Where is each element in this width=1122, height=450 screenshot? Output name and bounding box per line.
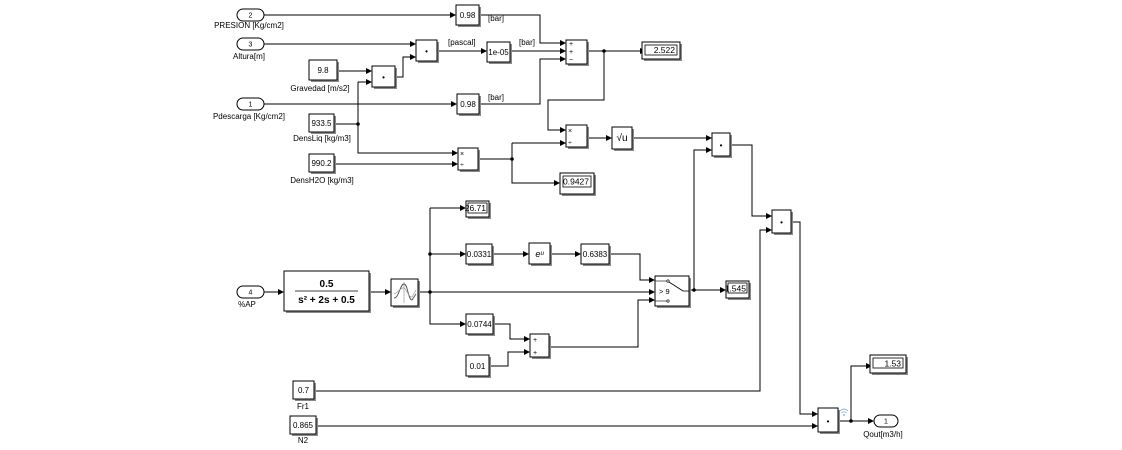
inport-presion-label: PRESION [Kg/cm2] [214, 21, 284, 30]
exp-symbol: eᵘ [535, 249, 544, 259]
constant-0744[interactable]: 0.0744 [465, 313, 495, 336]
switch-threshold: > 9 [659, 287, 670, 296]
outport-qout[interactable]: 1 Qout[m3/h] [863, 414, 903, 439]
inport-pdescarga-number: 1 [249, 102, 253, 109]
divide-block-pressure-density[interactable]: × ÷ [565, 124, 589, 149]
gain-pdescarga-block[interactable]: 0.98 [456, 93, 481, 116]
signal-lines [264, 14, 868, 427]
densliq-label: DensLiq [kg/m3] [293, 134, 351, 143]
outport-qout-number: 1 [884, 419, 888, 426]
transfer-function-block[interactable]: 0.5 s² + 2s + 0.5 [283, 270, 371, 313]
densliq-constant[interactable]: 933.5 DensLiq [kg/m3] [293, 113, 351, 143]
sum2-sign-2: + [533, 350, 537, 357]
display-q-value: 1.53 [884, 359, 901, 369]
constant-0744-value: 0.0744 [467, 320, 492, 329]
densliq-value: 933.5 [311, 119, 332, 128]
gain-pdescarga-value: 0.98 [460, 100, 476, 109]
constant-6383[interactable]: 0.6383 [580, 243, 611, 266]
densh2o-value: 990.2 [311, 159, 332, 168]
switch-icon [655, 279, 689, 303]
gain-presion-block[interactable]: 0.98 [455, 4, 481, 27]
gravedad-constant[interactable]: 9.8 Gravedad [m/s2] [290, 59, 350, 93]
display-pressure-out[interactable]: 2.522 [641, 41, 682, 61]
wire-label-pascal: [pascal] [448, 38, 476, 47]
display-density-value: 0.9427 [563, 177, 589, 187]
inport-presion[interactable]: 2 PRESION [Kg/cm2] [214, 8, 284, 30]
pascal-gain-value: 1e-05 [488, 48, 509, 57]
divide-block-density[interactable]: × ÷ [457, 147, 480, 172]
sum-sign-1: + [569, 41, 573, 48]
switch-block[interactable]: > 9 [654, 275, 691, 308]
inport-altura-label: Altura[m] [233, 52, 265, 61]
sum-block-switch[interactable]: + + [529, 333, 551, 359]
divide-1-mult-sign: × [460, 151, 464, 158]
display-switch-out[interactable]: 1.545 [725, 280, 751, 300]
product-block-5[interactable]: • [817, 407, 840, 434]
inport-pdescarga-label: Pdescarga [Kg/cm2] [213, 112, 285, 121]
inport-altura[interactable]: 3 Altura[m] [233, 37, 265, 61]
inport-altura-number: 3 [249, 42, 253, 49]
n2-label: N2 [298, 436, 309, 445]
saturation-waveform-icon [393, 282, 417, 303]
display-tf-value: 26.71 [465, 203, 487, 213]
display-switch-value: 1.545 [725, 284, 747, 294]
gain-presion-value: 0.98 [460, 11, 476, 20]
inport-ap[interactable]: 4 %AP [236, 285, 265, 309]
signal-log-icon [839, 408, 849, 416]
inport-ap-label: %AP [238, 300, 256, 309]
display-density-ratio[interactable]: 0.9427 [559, 172, 596, 196]
tf-numerator: 0.5 [320, 279, 334, 290]
fr1-constant[interactable]: 0.7 Fr1 [292, 380, 316, 411]
exp-block[interactable]: eᵘ [528, 242, 552, 266]
divide-1-div-sign: ÷ [460, 162, 464, 169]
densh2o-label: DensH2O [kg/m3] [290, 176, 354, 185]
inport-ap-number: 4 [249, 290, 253, 297]
product-1-symbol: • [425, 47, 428, 56]
tf-denominator: s² + 2s + 0.5 [298, 295, 355, 306]
constant-0331-value: 0.0331 [467, 250, 492, 259]
product-block-2[interactable]: • [371, 65, 397, 89]
divide-2-div-sign: ÷ [568, 140, 572, 147]
n2-value: 0.865 [293, 421, 314, 430]
display-q-out[interactable]: 1.53 [869, 354, 908, 375]
display-pressure-value: 2.522 [654, 45, 676, 55]
product-4-symbol: • [780, 218, 783, 227]
product-block-3[interactable]: • [711, 132, 732, 158]
sum-block-pressure[interactable]: + + − [565, 39, 589, 66]
sqrt-block[interactable]: √u [611, 126, 634, 151]
product-2-symbol: • [382, 73, 385, 82]
wire-label-bar-mid: [bar] [519, 38, 535, 47]
n2-constant[interactable]: 0.865 N2 [289, 415, 318, 445]
product-block-1[interactable]: • [415, 39, 439, 63]
constant-0331[interactable]: 0.0331 [465, 243, 494, 266]
constant-001-value: 0.01 [470, 362, 486, 371]
gravedad-label: Gravedad [m/s2] [290, 84, 349, 93]
constant-001[interactable]: 0.01 [465, 354, 491, 378]
outport-qout-label: Qout[m3/h] [863, 430, 903, 439]
wire-label-bar-low: [bar] [488, 93, 504, 102]
sum-sign-3: − [569, 57, 573, 64]
inport-pdescarga[interactable]: 1 Pdescarga [Kg/cm2] [213, 97, 285, 121]
branch-points [356, 49, 853, 423]
sum2-sign-1: + [533, 337, 537, 344]
display-tf-out[interactable]: 26.71 [465, 200, 491, 219]
pascal-gain-block[interactable]: 1e-05 [486, 41, 512, 64]
sum-sign-2: + [569, 49, 573, 56]
sqrt-symbol: √u [616, 132, 627, 144]
inport-presion-number: 2 [249, 13, 253, 20]
product-3-symbol: • [720, 141, 723, 150]
divide-2-mult-sign: × [568, 128, 572, 135]
saturation-block[interactable] [390, 278, 420, 308]
product-5-symbol: • [827, 417, 830, 426]
gravedad-value: 9.8 [317, 66, 329, 75]
wire-label-bar-top: [bar] [488, 14, 504, 23]
constant-6383-value: 0.6383 [583, 250, 608, 259]
densh2o-constant[interactable]: 990.2 DensH2O [kg/m3] [290, 153, 354, 185]
fr1-label: Fr1 [297, 402, 310, 411]
product-block-4[interactable]: • [771, 209, 793, 235]
fr1-value: 0.7 [298, 386, 310, 395]
